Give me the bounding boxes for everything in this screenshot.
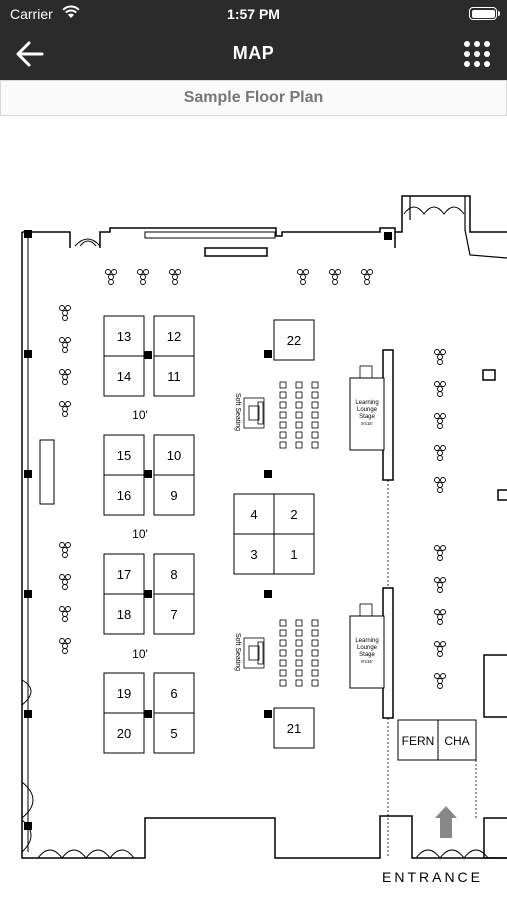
lounge-label: Learning xyxy=(355,638,378,644)
soft-seating-label: Soft Seating xyxy=(234,393,241,431)
room-cha[interactable] xyxy=(437,719,477,761)
booth-1[interactable] xyxy=(273,533,315,575)
carrier-label: Carrier xyxy=(10,6,53,22)
booth-label: 17 xyxy=(117,567,131,582)
booth-22[interactable] xyxy=(273,319,315,361)
booth-label: 14 xyxy=(117,369,131,384)
navigation-bar: MAP xyxy=(0,28,507,80)
lounge-label: 8'x16' xyxy=(361,659,373,664)
booth-15[interactable] xyxy=(103,434,145,476)
booth-label: 10 xyxy=(167,448,181,463)
booth-label: 7 xyxy=(170,607,177,622)
booth-label: 13 xyxy=(117,329,131,344)
booth-label: 5 xyxy=(170,726,177,741)
room-label: FERN xyxy=(402,734,435,748)
booth-label: 15 xyxy=(117,448,131,463)
booth-13[interactable] xyxy=(103,315,145,357)
clock: 1:57 PM xyxy=(227,6,280,22)
spacer-label: 10' xyxy=(132,527,148,541)
lounge-label: Learning xyxy=(355,400,378,406)
room-label: CHA xyxy=(444,734,469,748)
booth-14[interactable] xyxy=(103,355,145,397)
soft-seating-label: Soft Seating xyxy=(234,633,241,671)
booth-label: 21 xyxy=(287,721,301,736)
page-title: MAP xyxy=(232,43,275,63)
booth-label: 3 xyxy=(250,547,257,562)
grid-dots-icon[interactable] xyxy=(463,40,491,68)
top-bar: Carrier 1:57 PM MAP xyxy=(0,0,507,80)
spacer-label: 10' xyxy=(132,408,148,422)
status-bar: Carrier 1:57 PM xyxy=(0,0,507,28)
booth-label: 2 xyxy=(290,507,297,522)
booth-label: 22 xyxy=(287,333,301,348)
booth-20[interactable] xyxy=(103,712,145,754)
booth-6[interactable] xyxy=(153,672,195,714)
booth-2[interactable] xyxy=(273,493,315,535)
floor-plan-drawing[interactable]: 13 12 14 11 15 10 16 9 17 8 18 7 19 6 20… xyxy=(0,116,507,900)
booth-label: 12 xyxy=(167,329,181,344)
entrance-label: ENTRANCE xyxy=(382,869,483,885)
learning-lounge-stage-1[interactable] xyxy=(349,377,385,451)
booth-label: 20 xyxy=(117,726,131,741)
lounge-label: Stage xyxy=(359,414,375,420)
booth-label: 6 xyxy=(170,686,177,701)
learning-lounge-stage-2[interactable] xyxy=(349,615,385,689)
booth-label: 4 xyxy=(250,507,257,522)
booth-4[interactable] xyxy=(233,493,275,535)
lounge-label: 8'x16' xyxy=(361,421,373,426)
booth-5[interactable] xyxy=(153,712,195,754)
lounge-label: Stage xyxy=(359,652,375,658)
booth-3[interactable] xyxy=(233,533,275,575)
booth-label: 8 xyxy=(170,567,177,582)
outer-wall xyxy=(21,232,507,859)
arrow-left-icon[interactable] xyxy=(14,39,46,69)
booth-label: 16 xyxy=(117,488,131,503)
entrance-arrow-icon xyxy=(435,806,457,838)
battery-icon xyxy=(469,7,500,20)
booth-label: 9 xyxy=(170,488,177,503)
lounge-label: Lounge xyxy=(357,407,378,413)
booth-label: 18 xyxy=(117,607,131,622)
booth-7[interactable] xyxy=(153,593,195,635)
booth-16[interactable] xyxy=(103,474,145,516)
floor-plan-map[interactable]: 13 12 14 11 15 10 16 9 17 8 18 7 19 6 20… xyxy=(0,116,507,900)
wifi-icon xyxy=(62,5,80,18)
booth-label: 19 xyxy=(117,686,131,701)
lounge-label: Lounge xyxy=(357,645,378,651)
booth-17[interactable] xyxy=(103,553,145,595)
room-fern[interactable] xyxy=(397,719,439,761)
booth-18[interactable] xyxy=(103,593,145,635)
booth-9[interactable] xyxy=(153,474,195,516)
map-subtitle: Sample Floor Plan xyxy=(0,80,507,116)
booth-11[interactable] xyxy=(153,355,195,397)
booth-label: 11 xyxy=(167,369,181,384)
booth-label: 1 xyxy=(290,547,297,562)
spacer-label: 10' xyxy=(132,647,148,661)
booth-21[interactable] xyxy=(273,707,315,749)
booth-19[interactable] xyxy=(103,672,145,714)
